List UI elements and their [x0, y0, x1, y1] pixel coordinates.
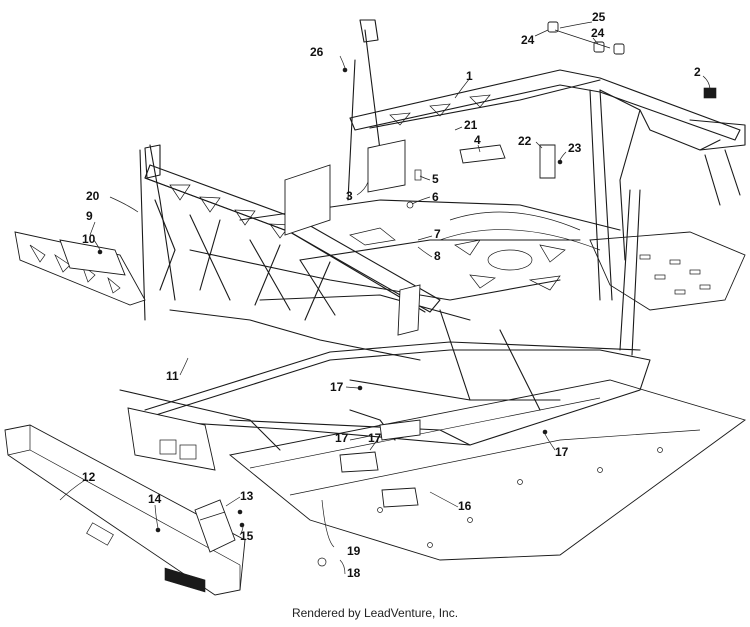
callout-9: 9 [86, 209, 93, 223]
callout-18: 18 [347, 566, 361, 580]
callout-17c: 17 [368, 431, 382, 445]
callout-23: 23 [568, 141, 582, 155]
callout-1: 1 [466, 69, 473, 83]
callout-5: 5 [432, 172, 439, 186]
callout-24b: 24 [591, 26, 605, 40]
callouts: 1 2 3 4 5 6 7 8 9 10 11 12 13 14 15 16 1 [59, 10, 711, 580]
main-frame [119, 19, 746, 508]
callout-2: 2 [694, 65, 701, 79]
callout-17a: 17 [330, 380, 344, 394]
callout-20: 20 [86, 189, 100, 203]
tow-bracket [194, 499, 236, 553]
callout-25: 25 [592, 10, 606, 24]
callout-17b: 17 [335, 431, 349, 445]
callout-7: 7 [434, 227, 441, 241]
rendered-by-footer: Rendered by LeadVenture, Inc. [291, 606, 459, 620]
rear-floor-panel [589, 231, 746, 311]
callout-19: 19 [347, 544, 361, 558]
callout-26: 26 [310, 45, 324, 59]
callout-22: 22 [518, 134, 532, 148]
callout-15: 15 [240, 529, 254, 543]
callout-6: 6 [432, 190, 439, 204]
callout-24a: 24 [521, 33, 535, 47]
skid-plate [228, 379, 747, 561]
callout-3: 3 [346, 189, 353, 203]
callout-21: 21 [464, 118, 478, 132]
callout-16: 16 [458, 499, 472, 513]
callout-13: 13 [240, 489, 254, 503]
front-grille-bracket [14, 231, 146, 306]
callout-12: 12 [82, 470, 96, 484]
callout-17d: 17 [555, 445, 569, 459]
callout-4: 4 [474, 133, 481, 147]
callout-8: 8 [434, 249, 441, 263]
front-bumper [4, 424, 246, 596]
callout-11: 11 [166, 369, 179, 383]
callout-10: 10 [82, 232, 96, 246]
callout-14: 14 [148, 492, 162, 506]
